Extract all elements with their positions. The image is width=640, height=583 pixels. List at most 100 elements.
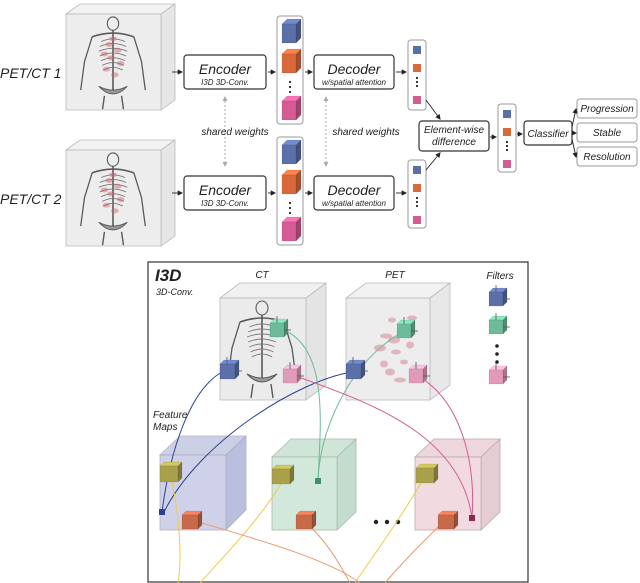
vector-cell-pink (503, 160, 511, 168)
i3d-panel-subtitle: 3D-Conv. (156, 287, 193, 297)
difference-vector-cells (503, 110, 511, 168)
connection-ct-green (283, 329, 321, 481)
pet-label: PET (385, 270, 405, 281)
connection-pet-green (317, 329, 409, 481)
vector-cell-blue (413, 46, 421, 54)
map-green-yellow-kernel (271, 464, 295, 485)
pet-kernel-pink (408, 364, 428, 384)
stack-ellipsis-dot (288, 201, 292, 205)
elementwise-difference-box: Element-wise difference (418, 120, 490, 152)
output-stable: Stable (576, 122, 638, 143)
filter-ellipsis-dot (495, 360, 499, 364)
ellipsis-dot (384, 519, 390, 525)
cube-front (281, 174, 297, 195)
right-arm (133, 172, 146, 227)
left-femur (101, 95, 106, 110)
pet-uptake-spot (391, 349, 401, 355)
output-label-stable: Stable (593, 128, 622, 139)
difference-line-2: difference (432, 137, 476, 148)
rib (100, 174, 126, 179)
connection-pet-pink (417, 375, 474, 519)
ct-kernel-green (269, 318, 289, 338)
pet-uptake-spot (105, 42, 113, 47)
pet-uptake-spot (111, 208, 119, 214)
decoder-box-1: Decoder w/spatial attention (313, 54, 395, 90)
pet-uptake-spot (385, 368, 395, 376)
cube-front (408, 368, 424, 384)
cube-front (281, 100, 297, 121)
shared-weights-label-encoder: shared weights (201, 127, 268, 138)
pet-uptake-spot (113, 183, 122, 189)
pet-kernel-blue (345, 359, 366, 380)
rib (250, 348, 274, 353)
ct-label: CT (255, 270, 269, 281)
connection-ct-blue (161, 371, 223, 513)
map-blue-activation (159, 509, 165, 515)
pet-uptake-spot (105, 178, 113, 183)
pet-uptake-spot (107, 55, 115, 61)
connection-yellow-2 (199, 481, 283, 583)
encoder-subtitle: I3D 3D-Conv. (201, 199, 249, 208)
decoder-box-2: Decoder w/spatial attention (313, 175, 395, 211)
pet-uptake-spot (380, 333, 392, 339)
decoder-vector-cells-2 (413, 166, 421, 224)
map-green-activation (315, 478, 321, 484)
pet-uptake-spot (102, 66, 111, 72)
right-femur (270, 383, 274, 399)
pet-uptake-spot (407, 315, 417, 321)
pelvis (98, 221, 128, 231)
rib (98, 183, 128, 188)
connection-orange-1 (191, 519, 361, 583)
cube-front (281, 23, 297, 44)
difference-vector (497, 103, 517, 173)
classifier-box: Classifier (523, 120, 573, 146)
feature-map-blue (158, 435, 248, 531)
petct-volume-1 (64, 3, 177, 111)
rib (100, 193, 126, 198)
pet-uptake-spot (394, 377, 406, 383)
map-blue-orange-kernel (181, 510, 203, 530)
vector-cell-blue (503, 110, 511, 118)
stack-ellipsis-dot (505, 140, 509, 144)
i3d-detail-panel: I3D 3D-Conv. CT PET Filters Feature Maps (147, 261, 529, 583)
pet-uptake-spot (109, 36, 117, 42)
encoder-subtitle: I3D 3D-Conv. (201, 78, 249, 87)
cube-front (271, 468, 291, 485)
input-label-2: PET/CT 2 (0, 191, 62, 207)
encoder-title: Encoder (199, 61, 252, 77)
rib (101, 198, 125, 202)
cube-front (295, 514, 313, 530)
pet-uptake-spot (400, 359, 408, 365)
pipeline-arrow (425, 152, 441, 171)
pet-uptake-spot (109, 172, 117, 178)
output-label-progression: Progression (580, 104, 634, 115)
classifier-label: Classifier (527, 129, 569, 140)
output-label-resolution: Resolution (583, 152, 631, 163)
skeleton-scan-1 (80, 16, 146, 110)
convolution-connections (161, 329, 474, 583)
pipeline-arrow (425, 99, 441, 120)
left-arm (80, 172, 93, 227)
skeleton-scan-2 (80, 152, 146, 246)
map-pink-orange-kernel (437, 510, 459, 530)
pelvis (246, 373, 278, 383)
pet-uptake-spot (100, 51, 109, 57)
stack-ellipsis-dot (415, 76, 419, 80)
map-green-orange-kernel (295, 510, 317, 530)
ct-kernel-blue (219, 359, 240, 380)
pipeline-arrow (571, 138, 578, 159)
pet-uptake-spot (107, 191, 115, 197)
stack-ellipsis-dot (415, 80, 419, 84)
connection-yellow-3 (354, 475, 426, 583)
vector-cell-orange (503, 128, 511, 136)
stack-cube-blue (281, 139, 302, 165)
stack-ellipsis-dot (288, 211, 292, 215)
pet-volume (344, 282, 452, 401)
input-label-1: PET/CT 1 (0, 65, 61, 81)
cube-front (281, 144, 297, 165)
pet-uptake-spots (374, 315, 417, 383)
decoder-title: Decoder (328, 182, 382, 198)
stack-cube-orange (281, 169, 302, 195)
rib (100, 38, 126, 43)
filter-cube-pink (488, 365, 508, 385)
